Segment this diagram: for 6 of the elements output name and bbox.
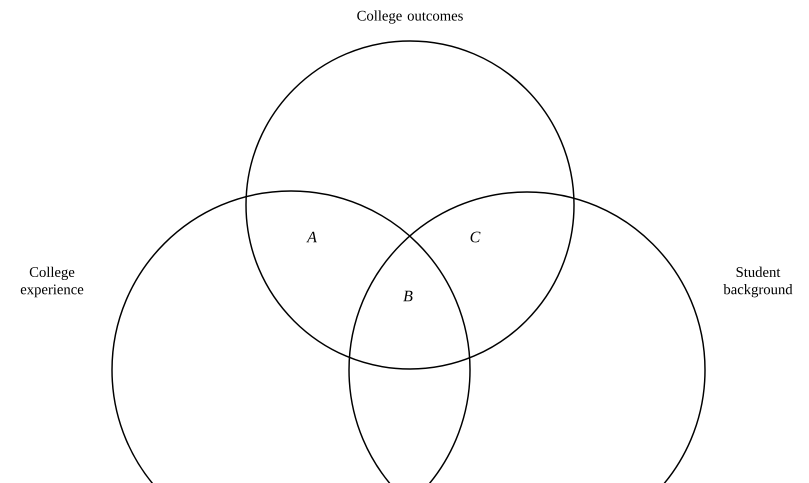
circle-label: Student background xyxy=(723,266,792,298)
circle-label: College outcomes xyxy=(357,10,463,24)
circle-label: College experience xyxy=(20,266,84,298)
region-letter: A xyxy=(306,232,317,242)
region-letter: B xyxy=(403,290,413,302)
region-letter: C xyxy=(470,232,480,242)
